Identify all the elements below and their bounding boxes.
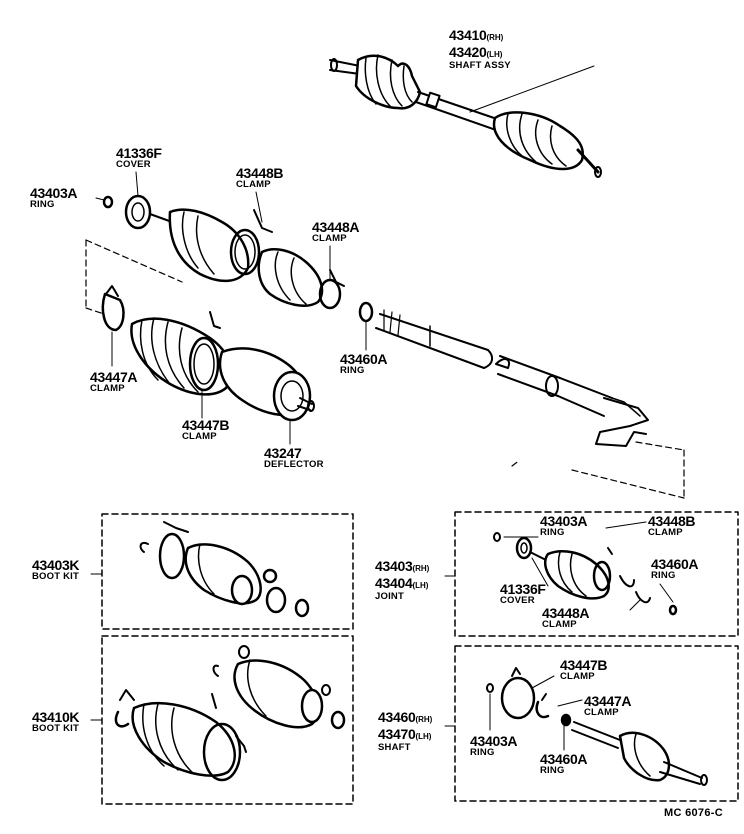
ring-joint-name: RING [540, 527, 565, 538]
cover-joint-label: 41336F COVER [500, 582, 546, 606]
shaft-name: SHAFT [378, 742, 411, 753]
boot-kit-410k-parts [114, 645, 346, 782]
clamp-447a-top-number: 43447A [90, 369, 138, 385]
boot-kit-k-number: 43403K [32, 557, 80, 573]
clamp-b-joint-number: 43448B [648, 513, 696, 529]
shaft-assy-rh-number: 43410 [449, 27, 487, 43]
clamp-a-joint-name: CLAMP [542, 619, 577, 630]
outboard-boot-drawing [101, 285, 315, 422]
joint-lh-suffix: (LH) [412, 581, 429, 590]
shaft-label: 43460(RH) 43470(LH) SHAFT [378, 710, 432, 753]
clamp-447b-shaft-number: 43447B [560, 657, 608, 673]
ring-shaft-label: 43403A RING [470, 733, 518, 758]
deflector-label: 43247 DEFLECTOR [264, 446, 324, 470]
shaft-lh-suffix: (LH) [415, 732, 432, 741]
cover-joint-name: COVER [500, 595, 535, 606]
shaft-drawing [375, 309, 649, 447]
clamp-447a-shaft-name: CLAMP [584, 707, 619, 718]
clamp-b-top-label: 43448B CLAMP [236, 165, 284, 190]
cover-top-label: 41336F COVER [116, 146, 162, 170]
shaft-assy-rh-suffix: (RH) [486, 33, 504, 42]
cover-top-name: COVER [116, 159, 151, 170]
shaft-box [454, 645, 739, 802]
ring-shaft-name: RING [470, 747, 495, 758]
joint-lh-number: 43404 [375, 575, 413, 591]
ring-460-shaft-number: 43460A [540, 751, 588, 767]
shaft-box-parts [486, 667, 708, 786]
clamp-447b-shaft-name: CLAMP [560, 671, 595, 682]
joint-label: 43403(RH) 43404(LH) JOINT [375, 559, 429, 602]
clamp-447a-shaft-label: 43447A CLAMP [584, 693, 632, 718]
shaft-rh-number: 43460 [378, 709, 416, 725]
shaft-rh-suffix: (RH) [415, 715, 433, 724]
cover-joint-number: 41336F [500, 581, 546, 597]
boot-kit-410k-name: BOOT KIT [32, 723, 79, 734]
clamp-447a-top-name: CLAMP [90, 383, 125, 394]
ring-shaft-number: 43403A [470, 733, 518, 749]
boot-kit-k-label: 43403K BOOT KIT [32, 557, 80, 582]
joint-rh-suffix: (RH) [412, 564, 430, 573]
shaft-assy-label: 43410(RH) 43420(LH) SHAFT ASSY [449, 28, 511, 71]
deflector-number: 43247 [264, 445, 302, 461]
boot-kit-410k-number: 43410K [32, 709, 80, 725]
shaft-assy-lh-number: 43420 [449, 44, 487, 60]
clamp-a-top-number: 43448A [312, 219, 360, 235]
shaft-assy-lh-suffix: (LH) [486, 50, 503, 59]
boot-kit-k-parts [139, 521, 310, 618]
clamp-a-joint-label: 43448A CLAMP [542, 605, 590, 630]
clamp-a-top-name: CLAMP [312, 233, 347, 244]
clamp-b-top-name: CLAMP [236, 179, 271, 190]
boot-kit-k-name: BOOT KIT [32, 571, 79, 582]
boot-kit-410k-label: 43410K BOOT KIT [32, 709, 80, 734]
ring-460-joint-label: 43460A RING [651, 556, 699, 581]
clamp-447b-top-name: CLAMP [182, 431, 217, 442]
ring-top-number: 43403A [30, 185, 78, 201]
clamp-447b-top-label: 43447B CLAMP [182, 417, 230, 442]
joint-box [454, 511, 739, 637]
ring-460-top-number: 43460A [340, 351, 388, 367]
dashed-guides [85, 239, 685, 499]
clamp-b-joint-label: 43448B CLAMP [648, 513, 696, 538]
shaft-lh-number: 43470 [378, 726, 416, 742]
clamp-447b-top-number: 43447B [182, 417, 230, 433]
ring-460-shaft-name: RING [540, 765, 565, 776]
cover-top-number: 41336F [116, 145, 162, 161]
ring-joint-label: 43403A RING [540, 513, 588, 538]
joint-box-parts [493, 521, 678, 616]
clamp-447a-top-label: 43447A CLAMP [90, 369, 138, 394]
diagram-code: MC 6076-C [664, 807, 723, 819]
joint-name: JOINT [375, 591, 404, 602]
ring-460-joint-name: RING [651, 570, 676, 581]
clamp-a-joint-number: 43448A [542, 605, 590, 621]
clamp-b-joint-name: CLAMP [648, 527, 683, 538]
ring-460-top-name: RING [340, 365, 365, 376]
ring-joint-number: 43403A [540, 513, 588, 529]
ring-460-shaft-label: 43460A RING [540, 751, 588, 776]
ring-460-top-label: 43460A RING [340, 351, 388, 376]
clamp-b-top-number: 43448B [236, 165, 284, 181]
clamp-447a-shaft-number: 43447A [584, 693, 632, 709]
shaft-assy-name: SHAFT ASSY [449, 60, 511, 71]
clamp-a-top-label: 43448A CLAMP [312, 219, 360, 244]
boot-kit-k-box [101, 513, 354, 630]
ring-top-label: 43403A RING [30, 185, 78, 210]
inboard-joint-drawing [102, 194, 374, 323]
joint-rh-number: 43403 [375, 558, 413, 574]
clamp-447b-shaft-label: 43447B CLAMP [560, 657, 608, 682]
ring-top-name: RING [30, 199, 55, 210]
deflector-name: DEFLECTOR [264, 459, 324, 470]
leader-lines [95, 65, 595, 445]
ring-460-joint-number: 43460A [651, 556, 699, 572]
shaft-assy-drawing [329, 54, 602, 178]
